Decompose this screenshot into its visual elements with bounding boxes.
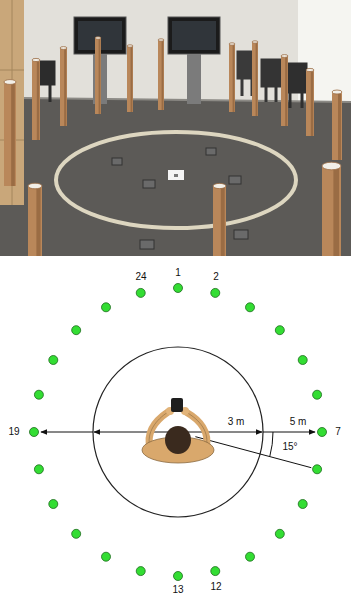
distance-arrow [94,432,178,433]
cardboard-pole [332,90,342,160]
cardboard-pole [322,162,341,256]
distance-arrow [263,432,315,433]
cardboard-pole [306,68,314,136]
cardboard-pole [95,37,101,114]
cardboard-pole [127,45,133,112]
cardboard-pole [229,43,235,112]
speaker-dot [174,572,183,581]
speaker-dot [136,567,145,576]
speaker-dot [246,552,255,561]
speaker-dot [211,288,220,297]
listener-figure [142,398,214,463]
speaker-dot [34,390,43,399]
cardboard-pole [28,183,42,256]
speaker-number: 19 [8,426,19,438]
speaker-number: 2 [213,271,219,283]
cardboard-pole [60,47,67,126]
speaker-dot [246,303,255,312]
speaker-dot [298,356,307,365]
speaker-dot [275,326,284,335]
speaker-dot [136,288,145,297]
speaker-dot [34,465,43,474]
speaker-number: 13 [172,584,183,596]
cardboard-pole [281,55,288,126]
speaker-dot [318,428,327,437]
distance-arrow [178,432,262,433]
inner-circle [93,347,263,517]
speaker-dot [49,356,58,365]
speaker-number: 12 [210,581,221,593]
cardboard-pole [252,41,258,116]
angle-arc [270,432,273,457]
cardboard-pole [158,39,164,110]
dimension-label: 3 m [228,416,245,428]
speaker-dot [72,326,81,335]
speaker-number: 24 [135,271,146,283]
distance-arrow [41,432,93,433]
dimension-label: 15° [282,441,297,453]
speaker-dot [72,529,81,538]
cardboard-pole [213,183,226,256]
speaker-dot [49,500,58,509]
speaker-dot [30,428,39,437]
speaker-dot [313,390,322,399]
speaker-dot [102,303,111,312]
room-photo [0,0,351,256]
dimension-label: 5 m [290,416,307,428]
speaker-dot [313,465,322,474]
speaker-dot [174,284,183,293]
speaker-number: 7 [335,426,341,438]
speaker-dot [298,500,307,509]
cardboard-pole [4,80,16,186]
speaker-number: 1 [175,267,181,279]
cardboard-pole [32,58,40,140]
speaker-dot [211,567,220,576]
speaker-dot [275,529,284,538]
speaker-dot [102,552,111,561]
